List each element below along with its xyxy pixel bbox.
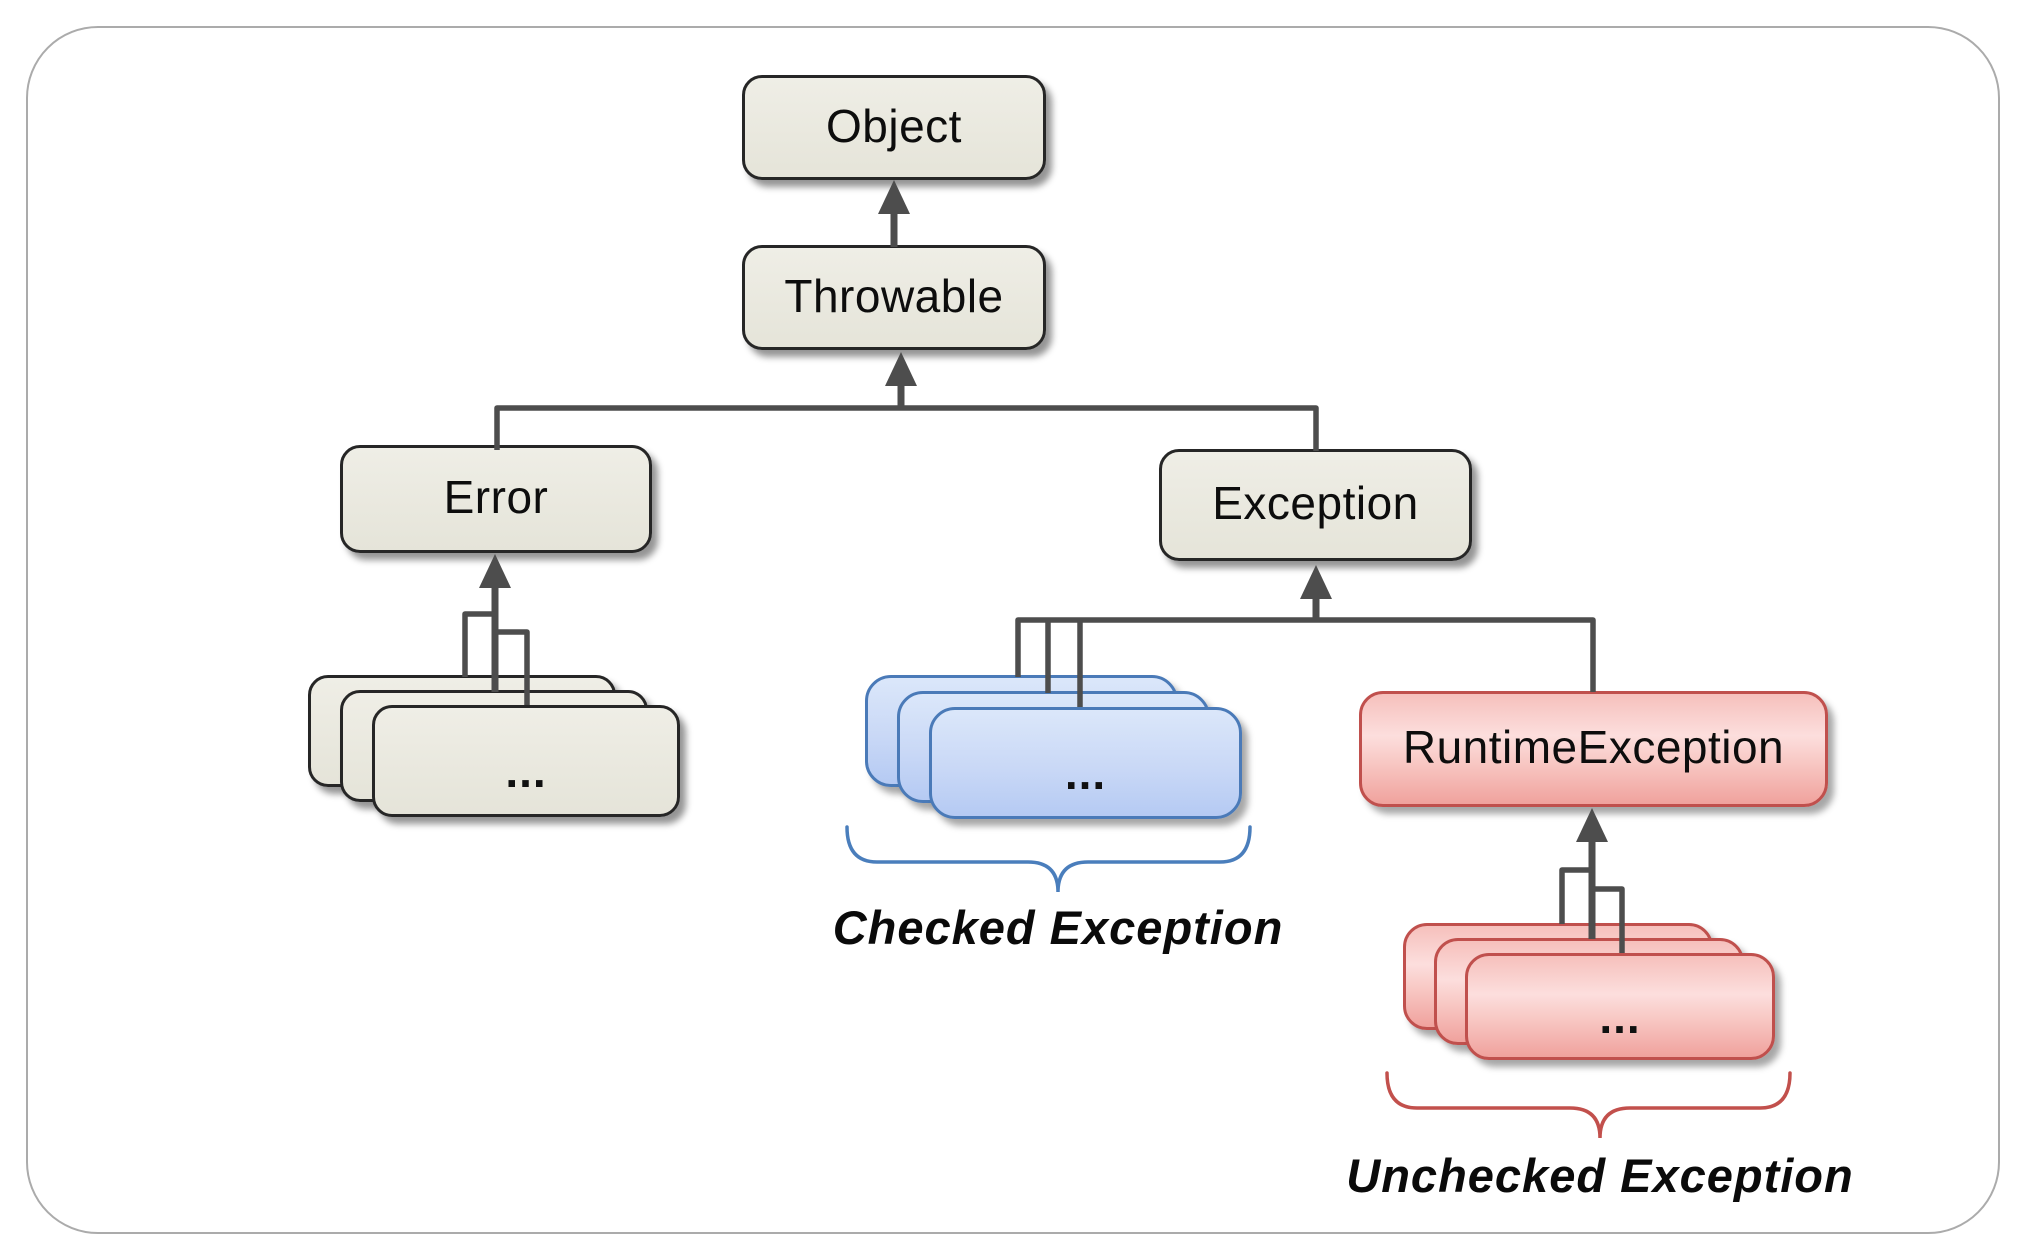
error-subclasses-stack-front: ... (372, 705, 680, 817)
checked-exceptions-stack-front: ... (929, 707, 1242, 819)
unchecked-exceptions-stack-front: ... (1465, 953, 1775, 1060)
node-throwable-label: Throwable (784, 269, 1004, 322)
node-object-label: Object (826, 99, 962, 152)
node-exception-label: Exception (1212, 477, 1419, 529)
node-error-label: Error (443, 471, 549, 523)
node-exception: Exception (1159, 449, 1472, 561)
node-runtime-exception: RuntimeException (1359, 691, 1828, 807)
checked-exception-label: Checked Exception (832, 901, 1284, 954)
checked-exceptions-ellipsis: ... (1064, 747, 1107, 799)
node-runtime-exception-label: RuntimeException (1402, 721, 1785, 773)
error-subclasses-ellipsis: ... (505, 745, 547, 797)
unchecked-exception-label: Unchecked Exception (1346, 1149, 1854, 1202)
node-error: Error (340, 445, 652, 553)
node-throwable: Throwable (742, 245, 1046, 350)
slide-border (26, 26, 2000, 1234)
node-object: Object (742, 75, 1046, 180)
unchecked-exceptions-ellipsis: ... (1599, 990, 1641, 1043)
